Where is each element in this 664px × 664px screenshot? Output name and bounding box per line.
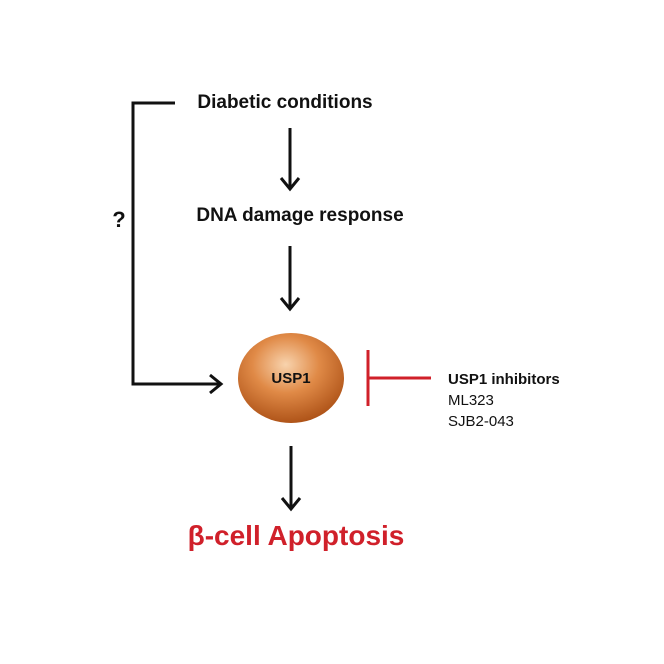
arrow-diabetic-to-dna [279, 128, 301, 192]
inhibitors-title: USP1 inhibitors [448, 371, 560, 388]
node-dna-damage-response: DNA damage response [196, 205, 403, 226]
arrow-usp1-to-apoptosis [280, 446, 302, 512]
node-usp1: USP1 [238, 333, 344, 423]
feedback-question-mark: ? [112, 207, 125, 232]
feedback-arrow-diabetic-to-usp1 [131, 101, 224, 395]
usp1-ellipse [238, 333, 344, 423]
inhibition-arrow [366, 350, 431, 406]
inhibitor-item: SJB2-043 [448, 413, 514, 430]
node-beta-cell-apoptosis: β-cell Apoptosis [188, 520, 405, 551]
usp1-inhibitors-block: USP1 inhibitors ML323 SJB2-043 [448, 371, 560, 430]
node-diabetic-conditions: Diabetic conditions [197, 92, 372, 113]
inhibitor-item: ML323 [448, 392, 494, 409]
usp1-label: USP1 [271, 370, 310, 387]
arrow-dna-to-usp1 [279, 246, 301, 312]
